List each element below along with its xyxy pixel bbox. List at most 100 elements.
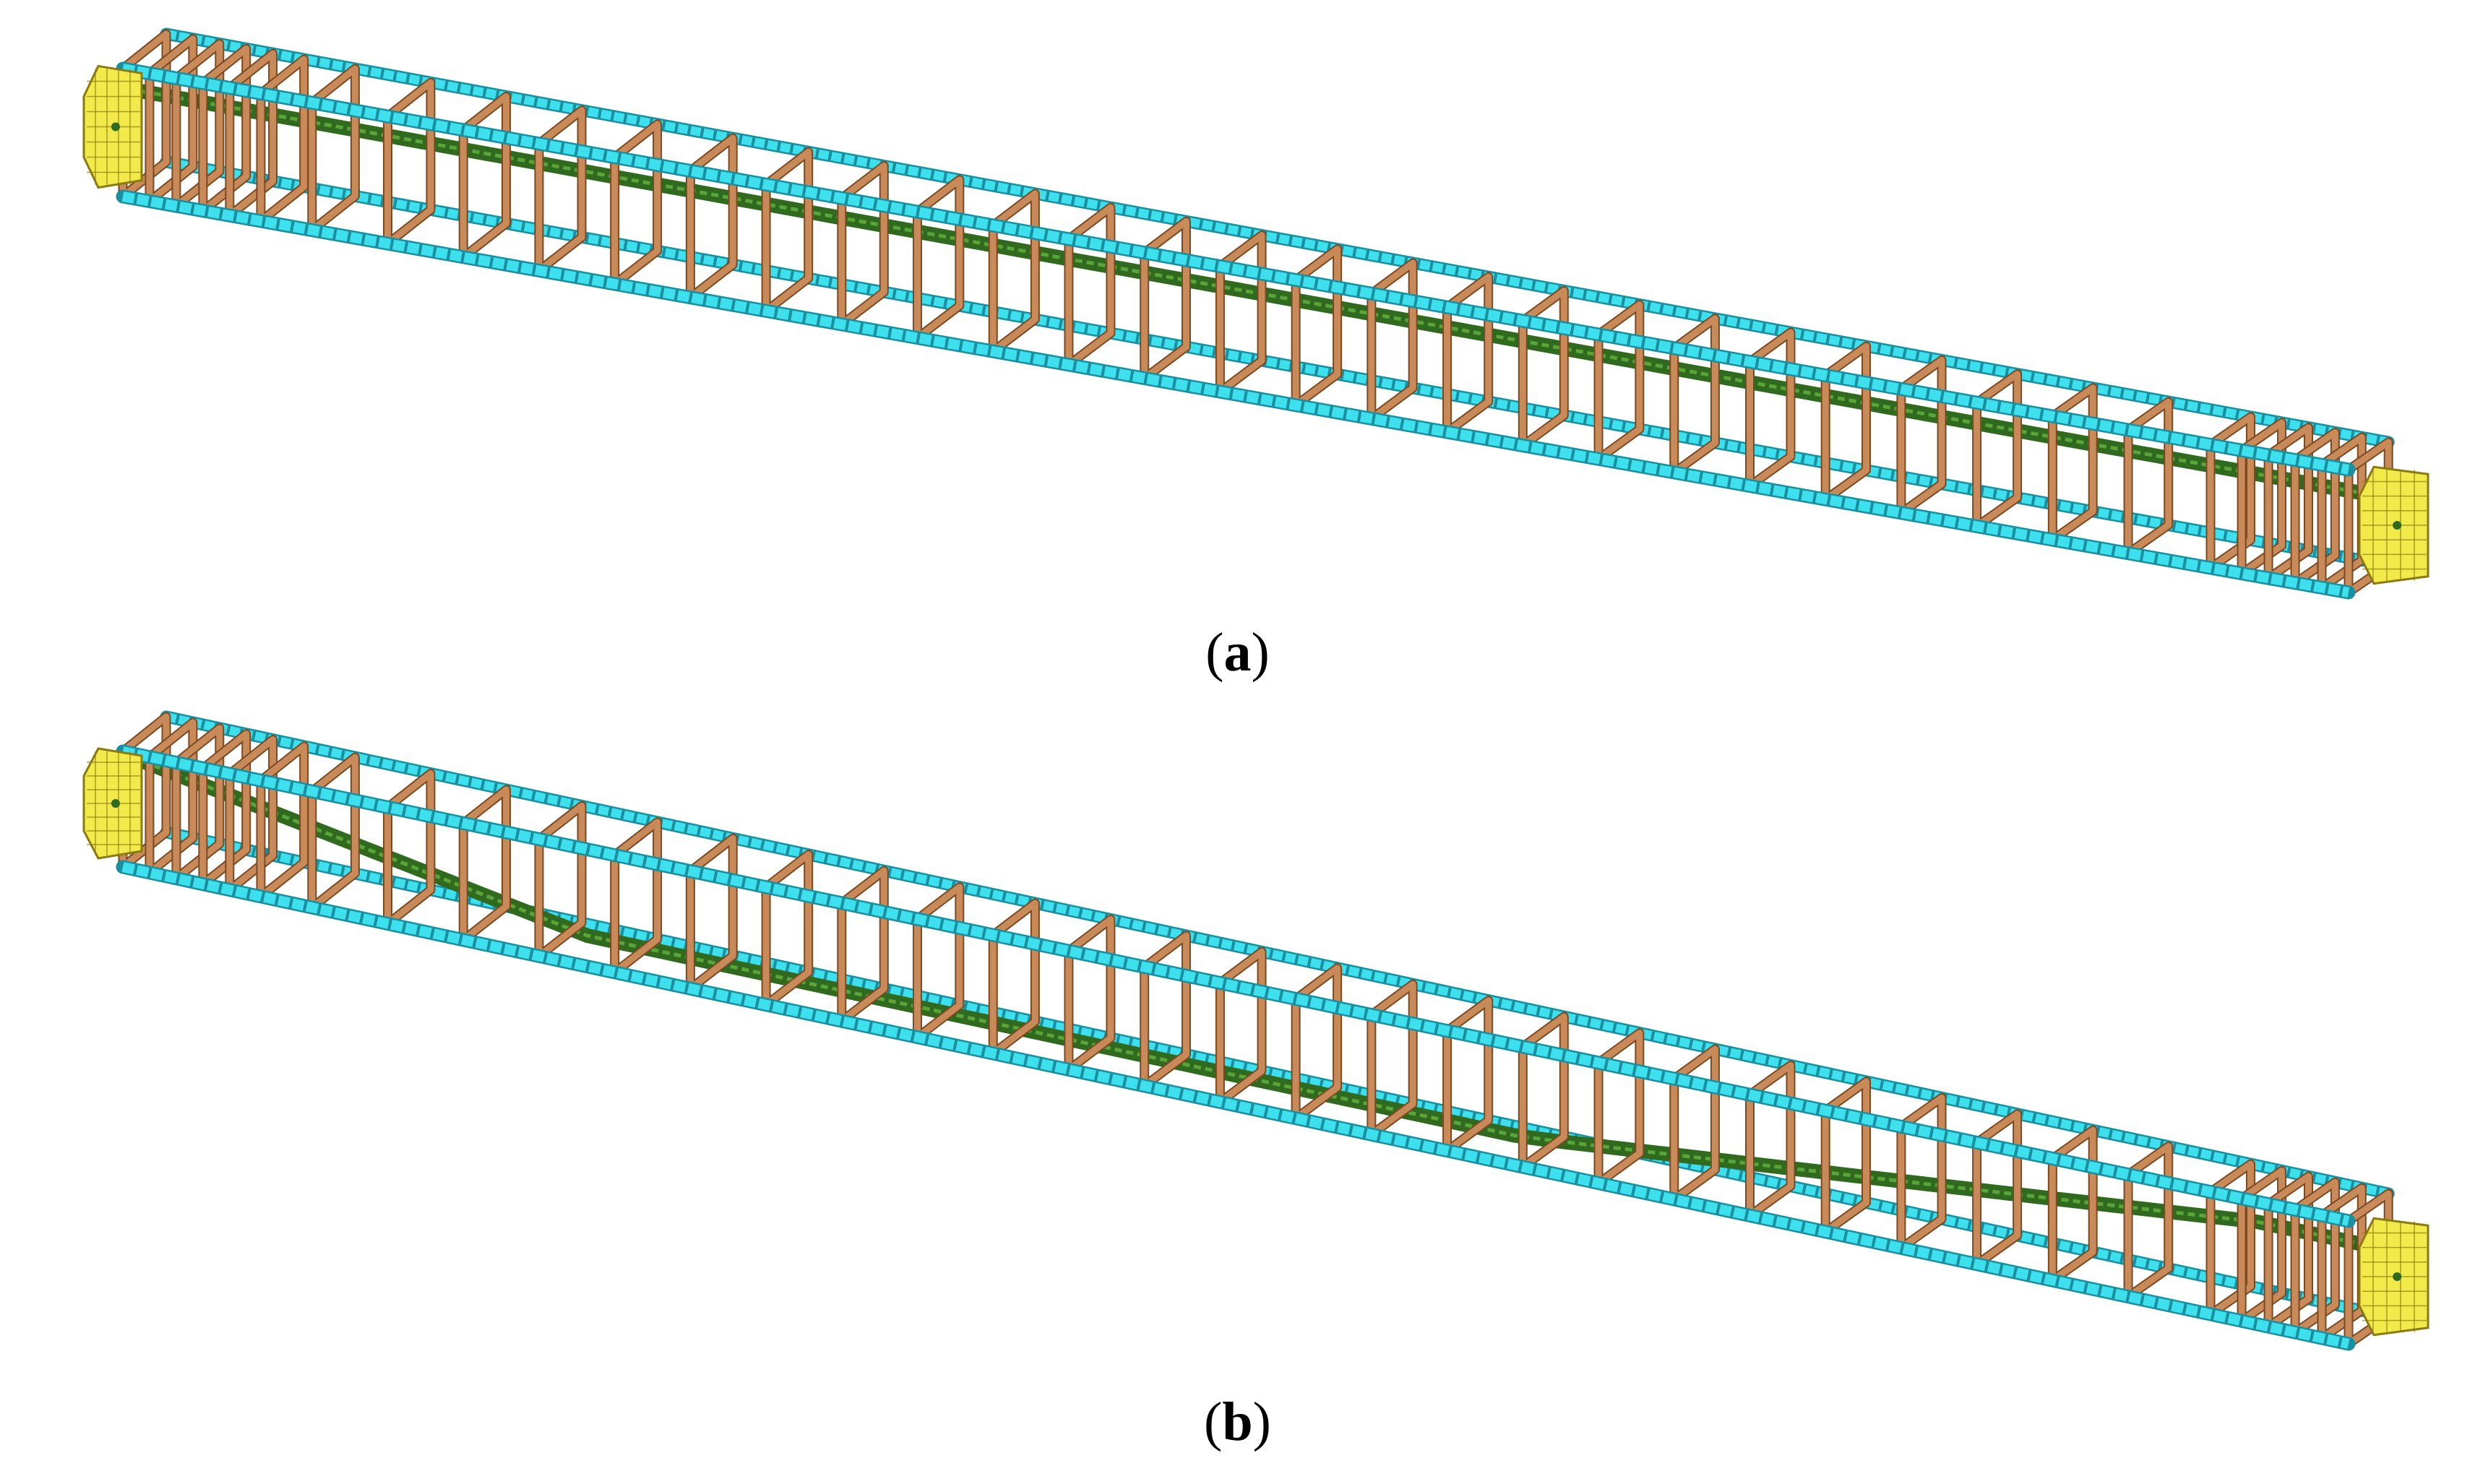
panel-b-stirrup-18 xyxy=(1216,948,1265,1105)
panel-b-stirrup-17 xyxy=(1141,932,1190,1090)
panel-b-stirrup-30 xyxy=(2125,1143,2172,1300)
panel-b-stirrup-7 xyxy=(384,770,434,928)
caption-a-label: a xyxy=(1223,622,1252,683)
panel-a-front-bar-1 xyxy=(121,191,2350,598)
panel-b-stirrup-24 xyxy=(1671,1045,1718,1203)
panel-b-stirrup-26 xyxy=(1822,1078,1870,1235)
panel-b-tendon-mesh xyxy=(142,759,2369,1248)
panel-a-stirrup-18 xyxy=(1216,232,1265,395)
panel-b-stirrup-14 xyxy=(914,884,963,1041)
panel-a-anchor-plate-left-anchor-point xyxy=(111,122,120,131)
panel-b-anchor-plate-right xyxy=(2358,1217,2429,1337)
panel-a-tendon-mesh xyxy=(142,90,2369,496)
panel-b-stirrup-27 xyxy=(1898,1094,1945,1251)
panel-a-stirrup-5 xyxy=(257,56,308,225)
panel-a-stirrup-9-shadow xyxy=(534,105,587,275)
panel-b-stirrup-15 xyxy=(989,900,1038,1057)
panel-b-stirrup-25 xyxy=(1746,1061,1794,1219)
panel-a-stirrup-6 xyxy=(309,65,358,234)
panel-b-stirrup-1 xyxy=(146,719,197,876)
panel-a-stirrup-1-shadow xyxy=(145,34,198,207)
caption-a: (a) xyxy=(1205,622,1270,683)
panel-b-stirrup-19 xyxy=(1292,965,1341,1122)
panel-a-stirrup-7-shadow xyxy=(383,77,436,249)
panel-a-stirrup-7 xyxy=(384,79,434,247)
panel-a-stirrup-17 xyxy=(1141,217,1190,382)
panel-a-stirrups xyxy=(118,29,2393,598)
panel-a-stirrup-27 xyxy=(1898,356,1945,517)
panel-a-stirrup-2-shadow xyxy=(171,39,225,211)
panel-a-stirrup-8-shadow xyxy=(458,91,512,262)
panel-a-stirrup-22 xyxy=(1519,287,1567,449)
panel-a-stirrup-20 xyxy=(1368,259,1416,422)
panel-a-stirrup-21 xyxy=(1444,273,1492,436)
panel-b-stirrups xyxy=(118,712,2393,1349)
panel-a-stirrup-14 xyxy=(914,176,963,342)
panel-a-anchor-plate-right-anchor-point xyxy=(2393,521,2402,530)
caption-b: (b) xyxy=(1204,1392,1271,1452)
panel-b-stirrup-11 xyxy=(686,834,736,992)
panel-a-stirrup-33 xyxy=(2265,424,2312,582)
caption-b-label: b xyxy=(1222,1392,1253,1452)
panel-a-stirrup-32 xyxy=(2238,419,2286,577)
panel-a-stirrup-2 xyxy=(173,40,223,210)
panel-a-stirrup-10 xyxy=(611,121,661,288)
panel-a-stirrup-10-shadow xyxy=(610,119,663,289)
panel-a-tendon xyxy=(135,84,2375,501)
panel-b-front-bars xyxy=(116,744,2356,1351)
panel-b-stirrup-16 xyxy=(1065,916,1114,1073)
panel-b-stirrup-34 xyxy=(2291,1178,2338,1336)
panel-b-stirrup-13 xyxy=(838,867,887,1024)
panel-b-stirrup-29 xyxy=(2049,1126,2096,1284)
panel-a-stirrup-9 xyxy=(535,107,585,274)
panel-a-stirrup-6-shadow xyxy=(307,64,360,236)
panel-b-anchor-plate-left xyxy=(82,747,143,860)
panel-a-stirrup-13 xyxy=(838,162,887,328)
panel-b-stirrup-4 xyxy=(226,736,277,894)
panel-b-stirrup-2 xyxy=(173,725,223,882)
panel-a-front-bar-0 xyxy=(121,64,2350,475)
panel-b-stirrup-20 xyxy=(1368,980,1416,1138)
panel-a-stirrup-29 xyxy=(2049,384,2096,543)
panel-b-stirrup-9 xyxy=(535,802,585,959)
panel-b-stirrup-8 xyxy=(460,786,510,944)
panel-b-stirrup-28 xyxy=(1973,1110,2021,1268)
panel-b-stirrup-9-shadow xyxy=(534,801,587,961)
panel-a-front-bars xyxy=(116,61,2356,600)
panel-a-stirrup-3 xyxy=(199,45,250,215)
panel-b-anchor-plate-right-anchor-point xyxy=(2393,1272,2402,1281)
panel-a-beam-straight-tendon xyxy=(82,27,2429,600)
panel-b-stirrup-12 xyxy=(762,851,812,1009)
panel-a-stirrup-26 xyxy=(1822,342,1870,503)
panel-b-stirrup-5 xyxy=(257,743,308,900)
panel-a-stirrup-15 xyxy=(989,190,1038,355)
panel-a-anchor-plate-right xyxy=(2358,465,2429,585)
panel-a-anchor-plate-left xyxy=(82,64,143,189)
panel-b-stirrup-31 xyxy=(2207,1160,2255,1318)
panel-b-stirrup-6 xyxy=(309,754,358,911)
panel-b-stirrup-21 xyxy=(1444,997,1492,1155)
panel-b-stirrup-10 xyxy=(611,819,661,976)
panel-a-stirrup-4-shadow xyxy=(225,48,278,220)
panel-a-stirrup-12 xyxy=(762,148,812,314)
panel-a-stirrup-5-shadow xyxy=(256,54,309,226)
panel-b-stirrup-22 xyxy=(1519,1013,1567,1170)
panel-a-stirrup-19 xyxy=(1292,246,1341,409)
panel-b-stirrup-32 xyxy=(2238,1167,2286,1324)
panel-b-tendon xyxy=(135,754,2375,1253)
panel-b-stirrup-7-shadow xyxy=(383,769,436,929)
panel-a-stirrup-25 xyxy=(1746,329,1794,490)
panel-b-stirrup-33 xyxy=(2265,1173,2312,1330)
panel-b-front-bar-1 xyxy=(121,862,2350,1349)
panel-b-tendon-body xyxy=(135,754,2375,1253)
panel-a-stirrup-16 xyxy=(1065,204,1114,368)
panel-a-stirrup-3-shadow xyxy=(198,43,251,216)
panel-b-stirrup-3 xyxy=(199,730,250,888)
panel-a-stirrup-31 xyxy=(2207,413,2255,571)
panel-a-stirrup-34 xyxy=(2291,428,2338,587)
panel-a-stirrup-30 xyxy=(2125,398,2172,557)
panel-b-stirrup-8-shadow xyxy=(458,785,512,945)
panel-b-stirrup-23 xyxy=(1595,1030,1643,1187)
panel-b-stirrup-3-shadow xyxy=(198,729,251,889)
